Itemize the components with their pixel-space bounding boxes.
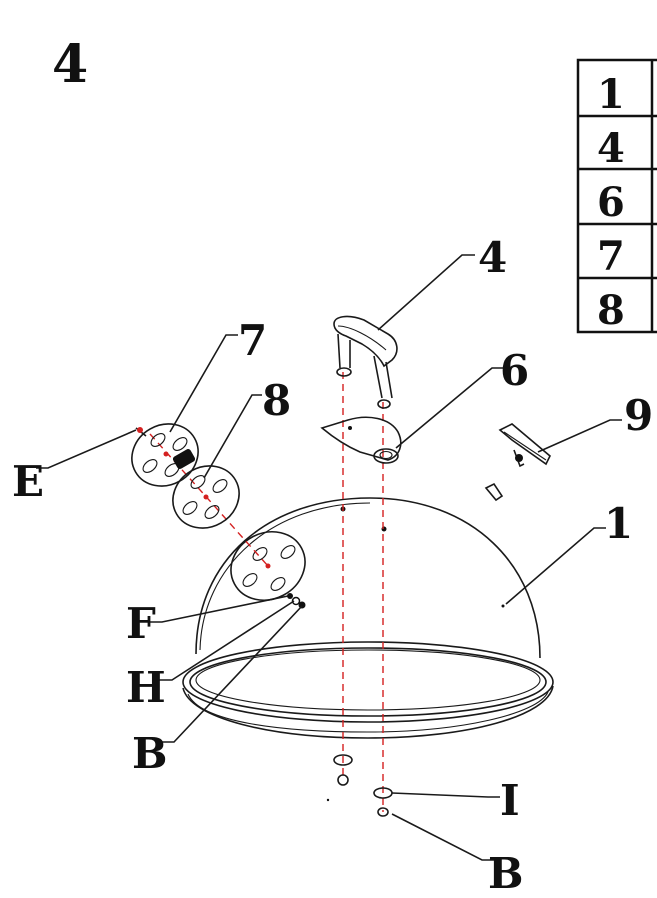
bottom-hardware-left xyxy=(333,754,353,786)
callout-heat-shield: 6 xyxy=(500,346,529,395)
callout-vent-outer: 7 xyxy=(238,316,267,365)
callout-washer-h: H xyxy=(126,663,166,712)
lid-vent-holes xyxy=(230,531,306,601)
parts-table-row-2: 4 xyxy=(597,125,625,172)
leader-lines xyxy=(36,254,622,861)
callout-washer-f: F xyxy=(126,599,156,648)
callout-vent-inner: 8 xyxy=(262,376,291,425)
parts-table-row-1: 1 xyxy=(597,71,625,118)
parts-table-row-4: 7 xyxy=(597,233,625,280)
guide-lines xyxy=(149,372,384,812)
thermometer xyxy=(484,423,551,502)
vent-disc-outer xyxy=(131,423,199,487)
callout-handle: 4 xyxy=(478,233,507,282)
vent-disc-inner xyxy=(172,465,240,529)
parts-table: 1 4 6 7 8 xyxy=(576,58,657,334)
callout-washer-i: I xyxy=(500,776,520,825)
heat-shield xyxy=(320,416,402,464)
handle xyxy=(333,315,398,409)
screw-e xyxy=(135,427,147,437)
lid-dome xyxy=(182,497,554,739)
callout-screw-e: E xyxy=(12,457,44,506)
side-hardware xyxy=(287,593,306,609)
parts-table-row-5: 8 xyxy=(597,287,625,334)
callout-nut-b-side: B xyxy=(132,729,168,778)
callout-nut-b-bottom: B xyxy=(488,849,524,898)
step-number: 4 xyxy=(52,34,88,95)
callout-lid: 1 xyxy=(604,499,633,548)
callout-thermometer: 9 xyxy=(624,391,653,440)
parts-table-row-3: 6 xyxy=(597,179,625,226)
